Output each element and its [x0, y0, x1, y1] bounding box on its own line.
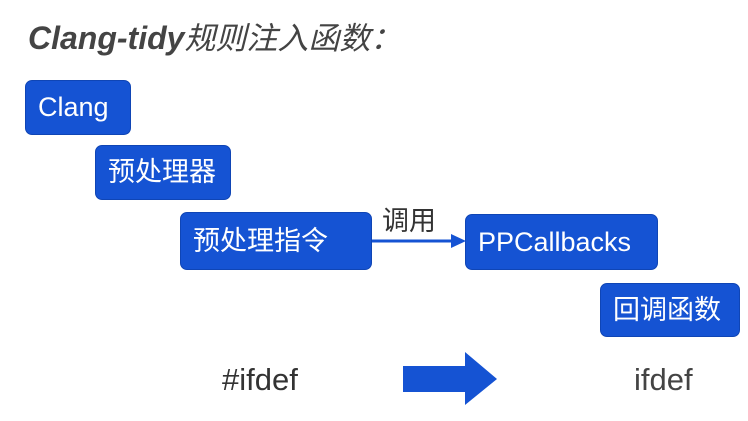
call-arrow-head — [451, 234, 466, 248]
edge-label-call: 调用 — [382, 206, 436, 236]
node-ppcallbacks: PPCallbacks — [465, 214, 658, 270]
title-suffix: 规则注入函数： — [184, 21, 402, 56]
title-prefix: Clang-tidy — [28, 20, 185, 56]
example-target-text: ifdef — [634, 362, 693, 397]
block-arrow-right — [403, 352, 497, 405]
slide-title: Clang-tidy规则注入函数： — [28, 16, 401, 60]
node-callback-function: 回调函数 — [600, 283, 740, 337]
node-clang: Clang — [25, 80, 131, 135]
example-source-text: #ifdef — [222, 362, 298, 397]
node-preprocessor: 预处理器 — [95, 145, 231, 200]
node-preprocessor-directive: 预处理指令 — [180, 212, 372, 270]
